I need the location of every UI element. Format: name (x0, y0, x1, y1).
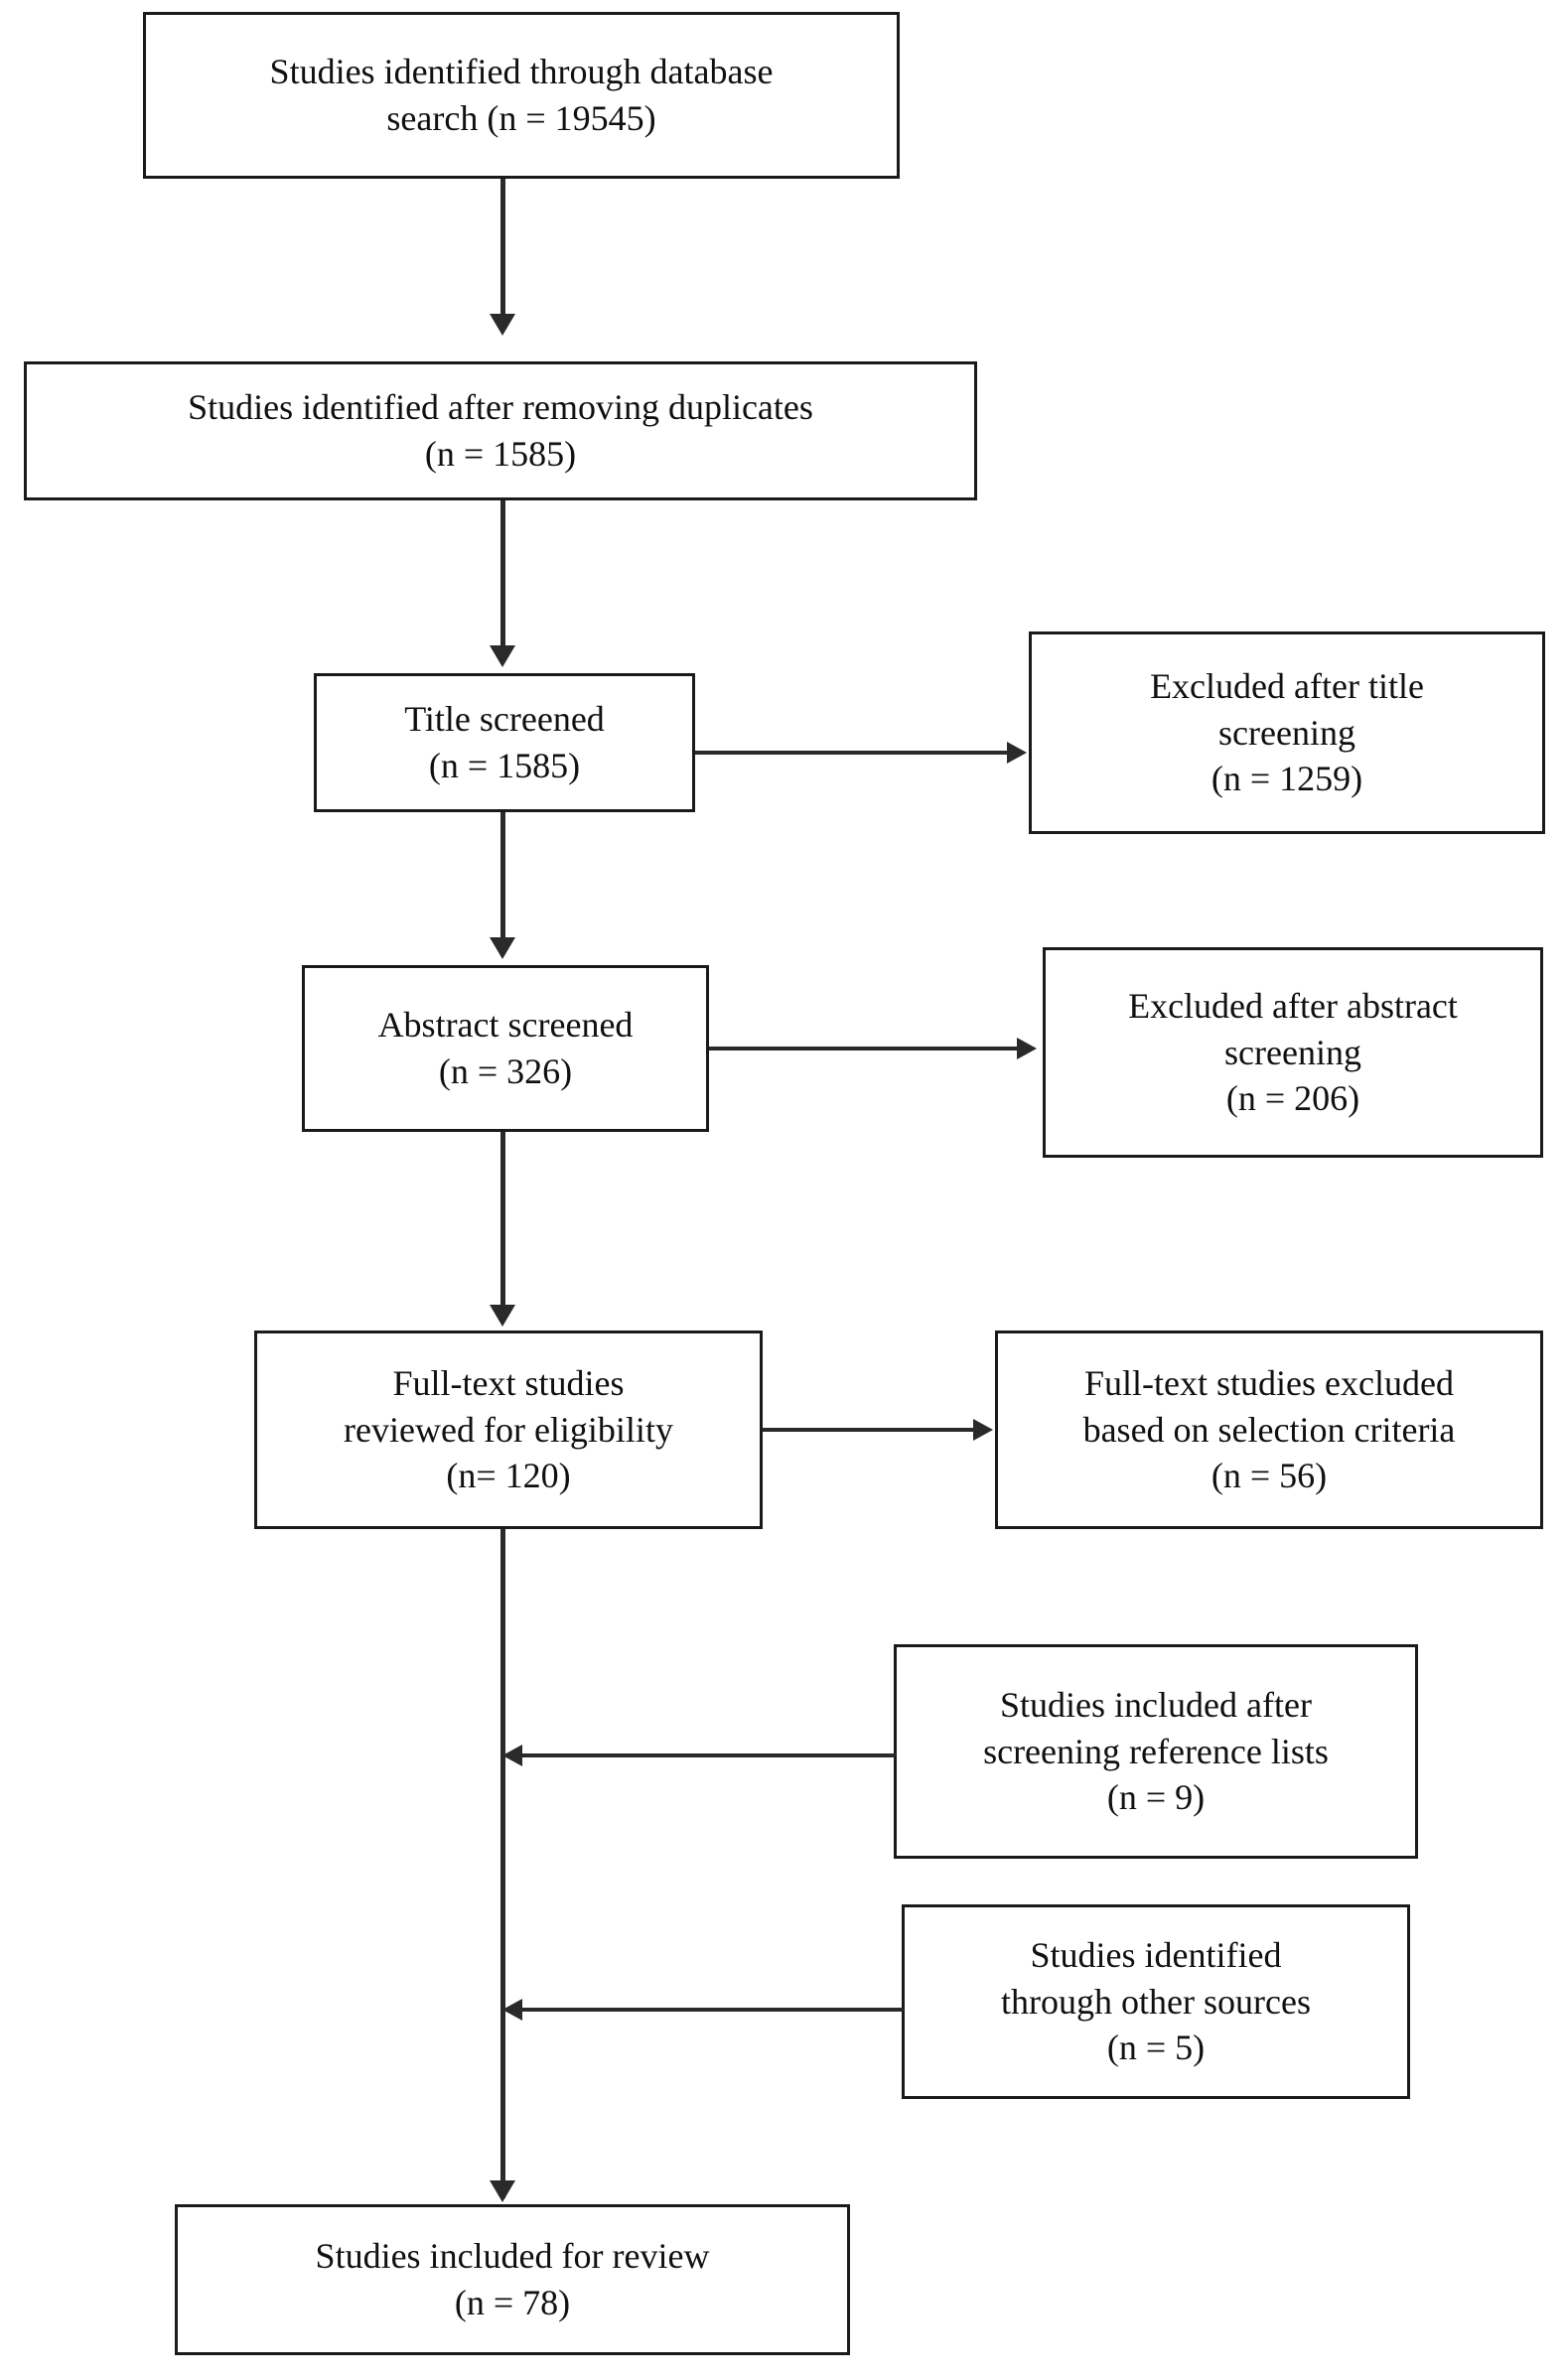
node-fulltext-reviewed: Full-text studies reviewed for eligibili… (254, 1330, 763, 1529)
node-included-for-review: Studies included for review (n = 78) (175, 2204, 850, 2355)
node-excluded-after-abstract-line3: (n = 206) (1225, 1078, 1360, 1119)
node-excluded-after-abstract: Excluded after abstract screening (n = 2… (1043, 947, 1543, 1158)
node-fulltext-excluded-line1: Full-text studies excluded (1084, 1362, 1454, 1403)
node-studies-after-duplicates-line1: Studies identified after removing duplic… (188, 387, 813, 428)
node-included-reference-lists: Studies included after screening referen… (894, 1644, 1418, 1859)
node-fulltext-excluded-line3: (n = 56) (1211, 1456, 1328, 1496)
node-excluded-after-abstract-line1: Excluded after abstract (1128, 985, 1458, 1026)
node-studies-after-duplicates: Studies identified after removing duplic… (24, 361, 977, 500)
connector-abstract-to-excluded-line (709, 1047, 1019, 1050)
connector-abstract-to-fulltext-arrowhead (490, 1305, 515, 1327)
node-other-sources-line2: through other sources (1001, 1981, 1311, 2022)
node-other-sources: Studies identified through other sources… (902, 1904, 1410, 2099)
node-studies-identified: Studies identified through database sear… (143, 12, 900, 179)
connector-other-sources-to-spine-arrowhead (502, 1999, 522, 2021)
node-excluded-after-title-line1: Excluded after title (1150, 665, 1424, 706)
node-excluded-after-title-line3: (n = 1259) (1211, 759, 1363, 799)
node-studies-identified-line1: Studies identified through database (269, 52, 774, 92)
node-excluded-after-title: Excluded after title screening (n = 1259… (1029, 631, 1545, 834)
node-title-screened-line2: (n = 1585) (428, 746, 581, 785)
node-title-screened: Title screened (n = 1585) (314, 673, 695, 812)
node-fulltext-reviewed-line2: reviewed for eligibility (344, 1409, 673, 1450)
node-fulltext-excluded: Full-text studies excluded based on sele… (995, 1330, 1543, 1529)
connector-deduplicated-to-title-arrowhead (490, 645, 515, 667)
connector-deduplicated-to-title-line (500, 500, 505, 647)
connector-spine-to-included-arrowhead (490, 2180, 515, 2202)
node-included-for-review-line2: (n = 78) (454, 2283, 571, 2322)
connector-title-to-abstract-arrowhead (490, 937, 515, 959)
node-included-reference-lists-line2: screening reference lists (983, 1731, 1329, 1771)
connector-fulltext-to-excluded-line (763, 1428, 975, 1432)
node-abstract-screened-line1: Abstract screened (377, 1005, 634, 1046)
connector-fulltext-to-excluded-arrowhead (973, 1419, 993, 1441)
connector-other-sources-to-spine-line (520, 2008, 904, 2012)
node-fulltext-excluded-line2: based on selection criteria (1082, 1409, 1456, 1450)
connector-reference-lists-to-spine-arrowhead (502, 1745, 522, 1766)
node-studies-identified-line2: search (n = 19545) (386, 98, 656, 138)
node-fulltext-reviewed-line3: (n= 120) (446, 1456, 571, 1496)
node-studies-after-duplicates-line2: (n = 1585) (424, 434, 577, 474)
node-included-reference-lists-line3: (n = 9) (1106, 1777, 1206, 1818)
connector-reference-lists-to-spine-line (520, 1753, 896, 1757)
connector-spine-to-included-line (500, 1529, 505, 2198)
connector-title-to-abstract-line (500, 812, 505, 939)
node-other-sources-line3: (n = 5) (1106, 2028, 1206, 2068)
connector-title-to-excluded-line (695, 751, 1009, 755)
connector-abstract-to-excluded-arrowhead (1017, 1038, 1037, 1059)
connector-identified-to-deduplicated-arrowhead (490, 314, 515, 336)
connector-abstract-to-fulltext-line (500, 1132, 505, 1307)
node-fulltext-reviewed-line1: Full-text studies (392, 1362, 625, 1403)
connector-identified-to-deduplicated-line (500, 179, 505, 316)
node-included-reference-lists-line1: Studies included after (1000, 1684, 1312, 1725)
node-excluded-after-abstract-line2: screening (1224, 1032, 1361, 1072)
node-included-for-review-line1: Studies included for review (315, 2236, 710, 2277)
node-excluded-after-title-line2: screening (1218, 712, 1355, 753)
connector-title-to-excluded-arrowhead (1007, 742, 1027, 764)
node-other-sources-line1: Studies identified (1030, 1934, 1282, 1975)
node-title-screened-line1: Title screened (404, 699, 605, 740)
node-abstract-screened-line2: (n = 326) (438, 1051, 573, 1091)
node-abstract-screened: Abstract screened (n = 326) (302, 965, 709, 1132)
